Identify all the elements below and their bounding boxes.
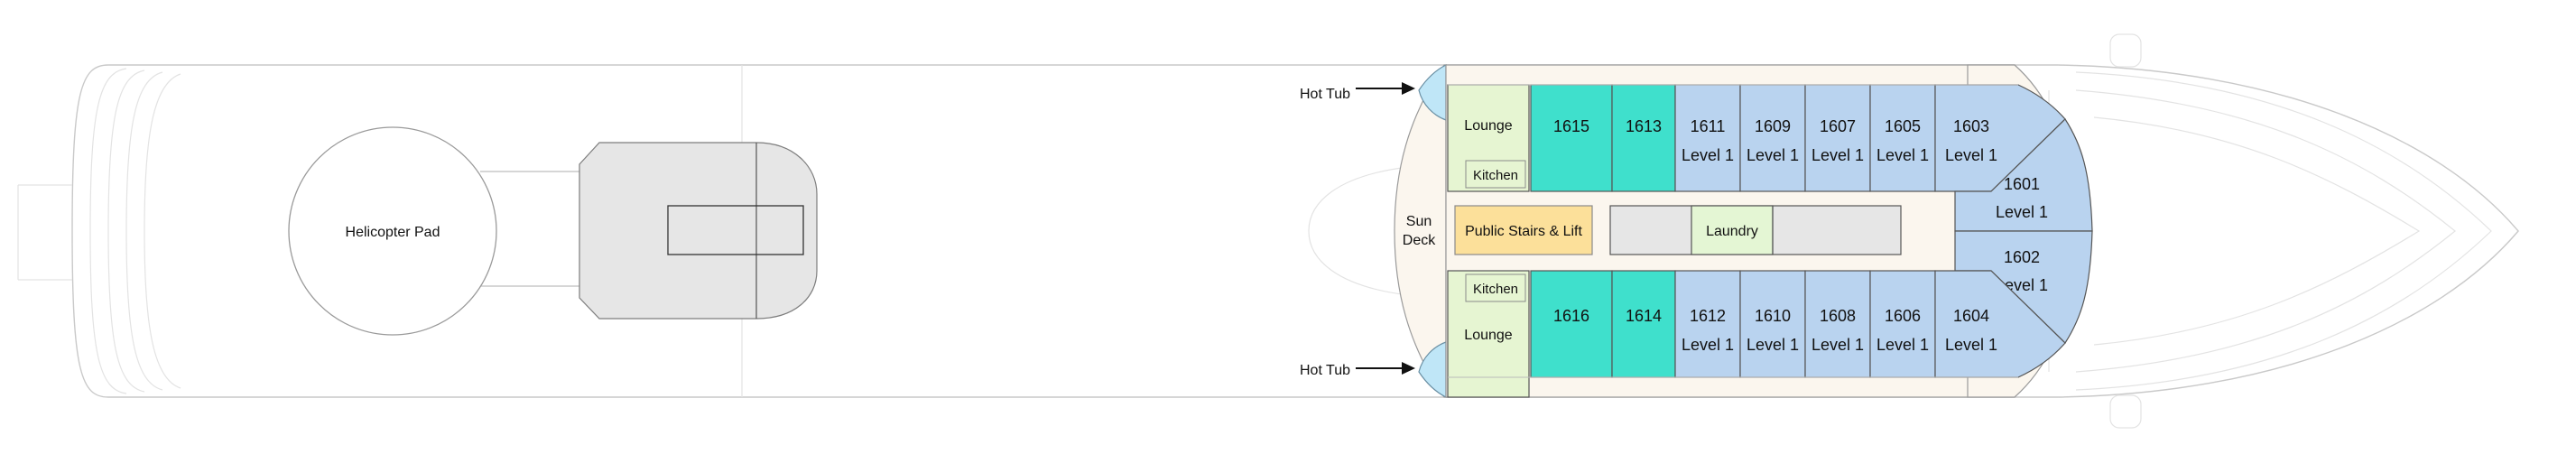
hot-tub-label-bottom: Hot Tub [1300,363,1350,378]
laundry [1691,205,1774,255]
public-stairs-label: Public Stairs & Lift [1465,224,1582,239]
kitchen-bottom [1465,273,1526,302]
cabin-number: 1602 [2004,248,2040,266]
cabin-level: Level 1 [1812,146,1864,164]
hot-tub-top [1418,64,1447,121]
kitchen-label-bottom: Kitchen [1473,282,1518,297]
suite-1615 [1530,84,1613,192]
cabin-level: Level 1 [1747,336,1799,354]
public-stairs-lift [1454,205,1593,255]
cabin-number: 1603 [1953,117,1989,135]
suites: 1615 1613 1616 1614 [1530,84,1676,378]
cabin-1605 [1869,84,1936,192]
cabins-bottom: 1612 Level 1 1610 Level 1 1608 Level 1 1… [1674,270,2066,378]
aft-structure [579,142,818,320]
cabin-number: 1608 [1820,307,1856,325]
aft-hatch [667,205,804,255]
cabin-level: Level 1 [1747,146,1799,164]
cabin-level: Level 1 [1682,146,1734,164]
cabin-number: 1601 [2004,175,2040,193]
cabin-number: 1609 [1755,117,1791,135]
cabin-level: Level 1 [1812,336,1864,354]
lounge-label-top: Lounge [1464,118,1512,134]
hot-tub-label-top: Hot Tub [1300,87,1350,102]
cabin-1604 [1934,270,2066,378]
helicopter-pad-label: Helicopter Pad [346,225,440,240]
cabin-level: Level 1 [1876,146,1929,164]
cabin-number: 1610 [1755,307,1791,325]
suite-number: 1614 [1626,307,1662,325]
laundry-label: Laundry [1706,224,1758,239]
cabin-level: Level 1 [1945,146,1997,164]
suite-number: 1616 [1553,307,1589,325]
cabin-level: Level 1 [1682,336,1734,354]
suite-1614 [1611,270,1676,378]
cabin-1606 [1869,270,1936,378]
cabin-level: Level 1 [1876,336,1929,354]
cabin-1611 [1674,84,1741,192]
cabin-number: 1607 [1820,117,1856,135]
cabins-top: 1611 Level 1 1609 Level 1 1607 Level 1 1… [1674,84,2066,192]
arrow-icon [1402,362,1415,375]
suite-number: 1615 [1553,117,1589,135]
cabin-level: Level 1 [1945,336,1997,354]
kitchen-label-top: Kitchen [1473,168,1518,183]
cabin-number: 1606 [1885,307,1921,325]
kitchen-top [1465,160,1526,189]
cabin-number: 1604 [1953,307,1989,325]
cabin-1609 [1739,84,1806,192]
cabins-forward: 1601 Level 1 1602 Level 1 [1954,118,2093,344]
suite-number: 1613 [1626,117,1662,135]
cabin-level: Level 1 [1996,203,2048,221]
cabin-number: 1611 [1691,117,1726,135]
helicopter-pad [288,126,497,336]
suite-1613 [1611,84,1676,192]
sun-deck-label-2: Deck [1403,233,1436,248]
cabin-1607 [1804,84,1871,192]
cabin-number: 1605 [1885,117,1921,135]
hot-tub-bottom [1418,341,1447,398]
sun-deck-label-1: Sun [1406,214,1432,229]
lounge-label-bottom: Lounge [1464,328,1512,343]
cabin-1608 [1804,270,1871,378]
arrow-icon [1402,82,1415,95]
cabin-1610 [1739,270,1806,378]
cabin-number: 1612 [1690,307,1726,325]
